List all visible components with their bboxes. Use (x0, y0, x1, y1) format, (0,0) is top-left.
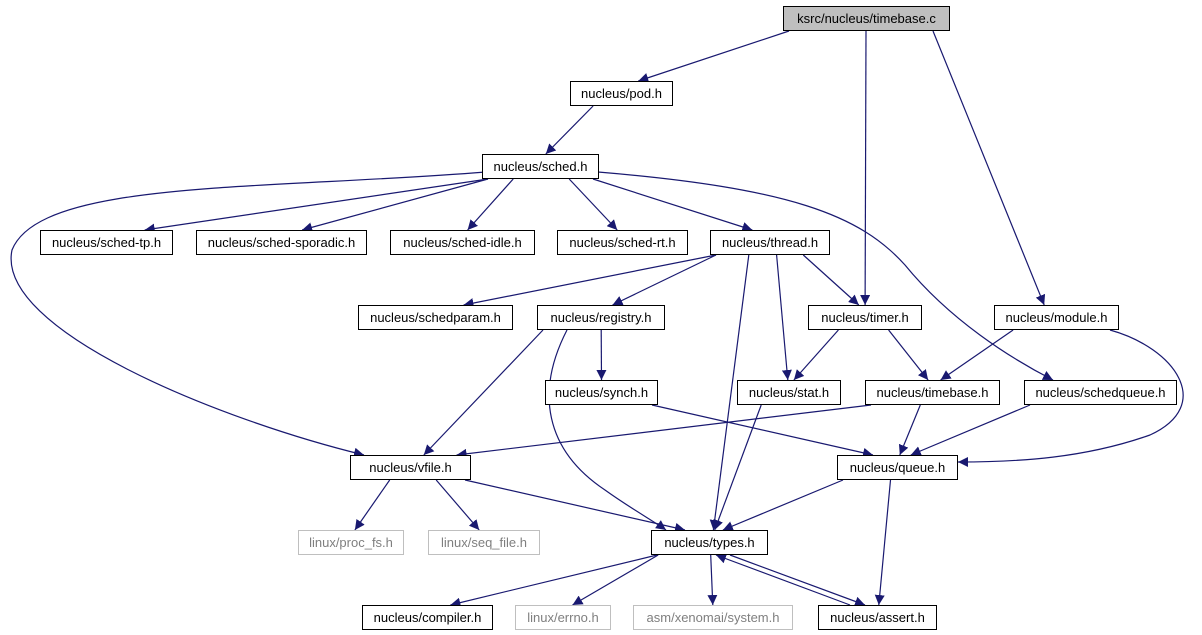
node-nucleus-stat-h[interactable]: nucleus/stat.h (737, 380, 841, 405)
edge-sched-to-vfile (10, 171, 487, 458)
edge-timebase-h-to-queue (898, 404, 921, 456)
edge-types-to-errno (572, 554, 659, 606)
edge-types-to-assert (729, 554, 866, 607)
node-nucleus-module-h[interactable]: nucleus/module.h (994, 305, 1119, 330)
edge-layer (10, 30, 1184, 608)
node-nucleus-sched-rt-h[interactable]: nucleus/sched-rt.h (557, 230, 688, 255)
node-nucleus-thread-h[interactable]: nucleus/thread.h (710, 230, 830, 255)
node-nucleus-sched-sporadic-h[interactable]: nucleus/sched-sporadic.h (196, 230, 367, 255)
edge-timebase-c-to-pod (638, 30, 790, 83)
edge-sched-to-sched-sporadic (301, 178, 489, 233)
edge-sched-to-sched-tp (144, 178, 489, 234)
edge-sched-to-sched-rt (568, 178, 618, 231)
edge-schedqueue-to-queue (910, 404, 1031, 456)
edge-queue-to-types (722, 479, 844, 531)
edge-timer-to-stat (793, 329, 839, 381)
edge-thread-to-stat (776, 254, 792, 381)
edge-module-to-queue (957, 329, 1184, 467)
edge-stat-to-types (713, 404, 762, 531)
edge-registry-to-vfile (423, 329, 544, 456)
edge-thread-to-schedparam (463, 254, 717, 308)
node-nucleus-sched-h[interactable]: nucleus/sched.h (482, 154, 599, 179)
edge-vfile-to-types (464, 479, 686, 533)
node-nucleus-pod-h[interactable]: nucleus/pod.h (570, 81, 673, 106)
node-nucleus-sched-tp-h[interactable]: nucleus/sched-tp.h (40, 230, 173, 255)
edge-thread-to-types (709, 254, 750, 531)
edge-timebase-c-to-timer (860, 30, 871, 306)
edge-timebase-c-to-module (932, 30, 1046, 306)
node-nucleus-sched-idle-h[interactable]: nucleus/sched-idle.h (390, 230, 535, 255)
edge-types-to-compiler (450, 554, 658, 608)
edge-assert-to-types (715, 553, 851, 606)
node-nucleus-queue-h[interactable]: nucleus/queue.h (837, 455, 958, 480)
node-nucleus-assert-h[interactable]: nucleus/assert.h (818, 605, 937, 630)
edge-sched-to-thread (592, 178, 753, 232)
node-nucleus-vfile-h[interactable]: nucleus/vfile.h (350, 455, 471, 480)
node-linux-proc-fs-h: linux/proc_fs.h (298, 530, 404, 555)
node-nucleus-schedqueue-h[interactable]: nucleus/schedqueue.h (1024, 380, 1177, 405)
edge-pod-to-sched (545, 105, 594, 155)
node-nucleus-compiler-h[interactable]: nucleus/compiler.h (362, 605, 493, 630)
edge-registry-to-types (548, 329, 667, 531)
edge-thread-to-timer (802, 254, 860, 306)
edge-vfile-to-seq-file (435, 479, 480, 531)
edge-vfile-to-proc-fs (354, 479, 391, 531)
node-nucleus-synch-h[interactable]: nucleus/synch.h (545, 380, 658, 405)
edge-timebase-h-to-vfile (456, 404, 872, 459)
node-linux-errno-h: linux/errno.h (515, 605, 611, 630)
edge-timer-to-timebase-h (888, 329, 929, 381)
edge-module-to-timebase-h (940, 329, 1014, 381)
node-asm-xenomai-system-h: asm/xenomai/system.h (633, 605, 793, 630)
node-linux-seq-file-h: linux/seq_file.h (428, 530, 540, 555)
edge-thread-to-registry (612, 254, 717, 306)
node-nucleus-registry-h[interactable]: nucleus/registry.h (537, 305, 665, 330)
edge-sched-to-schedqueue (597, 171, 1054, 381)
edge-queue-to-assert (874, 479, 892, 606)
edge-sched-to-sched-idle (467, 178, 514, 231)
node-nucleus-timer-h[interactable]: nucleus/timer.h (808, 305, 922, 330)
node-ksrc-nucleus-timebase-c: ksrc/nucleus/timebase.c (783, 6, 950, 31)
node-nucleus-schedparam-h[interactable]: nucleus/schedparam.h (358, 305, 513, 330)
edge-synch-to-queue (651, 404, 874, 458)
node-nucleus-types-h[interactable]: nucleus/types.h (651, 530, 768, 555)
node-nucleus-timebase-h[interactable]: nucleus/timebase.h (865, 380, 1000, 405)
edge-types-to-system (707, 554, 718, 606)
